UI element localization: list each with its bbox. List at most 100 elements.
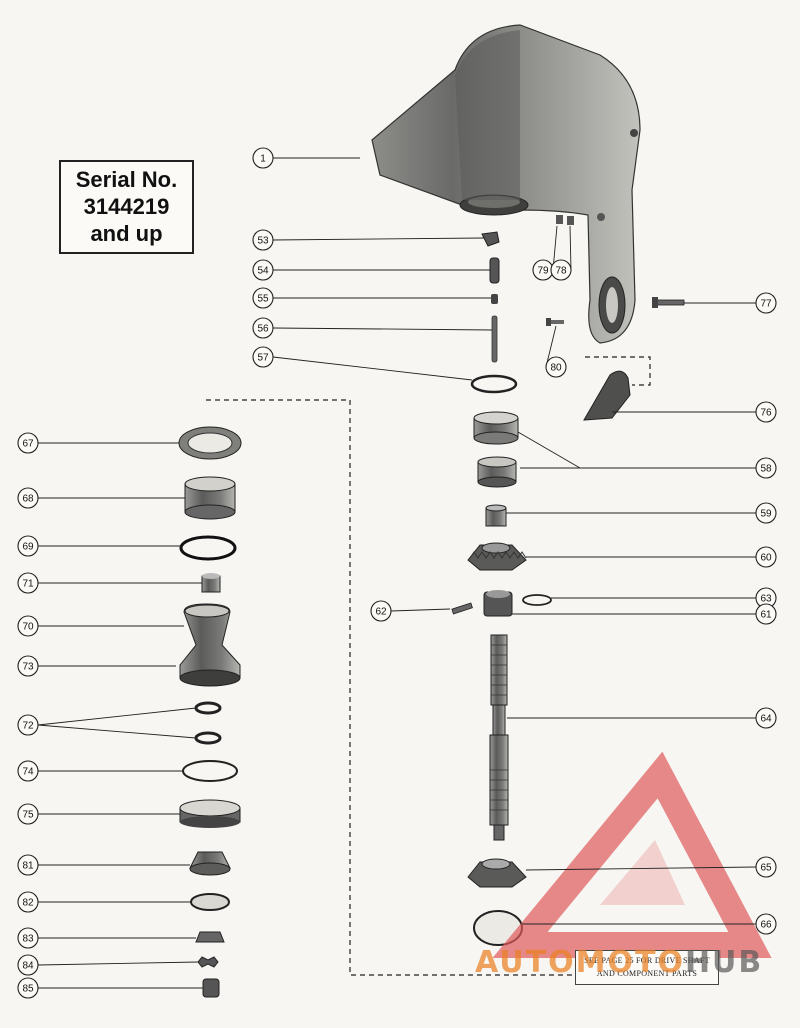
callout-label-68: 68 <box>22 494 34 505</box>
serial-note-line1: Serial No. <box>75 167 178 192</box>
part-60-pinion-gear <box>467 542 527 571</box>
reference-note-line1: SEE PAGE 25 FOR DRIVE SHAFT <box>584 956 710 965</box>
callout-leader-62 <box>390 608 451 612</box>
callout-circle-83 <box>17 927 39 949</box>
part-56-pin <box>491 315 498 363</box>
callout-circle-73 <box>17 655 39 677</box>
part-72-washers <box>194 701 222 745</box>
callout-circle-68 <box>17 487 39 509</box>
part-76-bracket <box>583 370 631 421</box>
callout-circle-84 <box>17 954 39 976</box>
part-78-nut <box>567 216 574 225</box>
part-71-bushing <box>201 573 221 593</box>
callout-label-79: 79 <box>537 266 549 277</box>
callout-leader-65 <box>525 866 757 871</box>
callout-circle-70 <box>17 615 39 637</box>
part-58-bearing <box>473 411 519 488</box>
part-62-key <box>451 602 473 615</box>
callout-circle-81 <box>17 854 39 876</box>
part-80-screw <box>546 318 564 326</box>
callout-circle-82 <box>17 891 39 913</box>
part-64-drive-shaft <box>489 634 509 841</box>
callout-label-54: 54 <box>257 266 269 277</box>
callout-circle-69 <box>17 535 39 557</box>
callout-label-74: 74 <box>22 767 34 778</box>
serial-note-line2: 3144219 <box>83 194 170 219</box>
callout-circle-71 <box>17 572 39 594</box>
callout-label-56: 56 <box>257 324 269 335</box>
callout-circle-64 <box>755 707 777 729</box>
callout-circle-60 <box>755 546 777 568</box>
callout-label-67: 67 <box>22 439 34 450</box>
callout-label-59: 59 <box>760 509 772 520</box>
callout-label-81: 81 <box>22 861 34 872</box>
part-65-gear <box>467 858 527 888</box>
callout-label-66: 66 <box>760 920 772 931</box>
callout-circle-75 <box>17 803 39 825</box>
callout-circle-53 <box>252 229 274 251</box>
callout-leader-72 <box>37 707 197 726</box>
part-54-stud <box>489 257 500 284</box>
callout-leader-53 <box>272 237 485 241</box>
part-81-gear-hub <box>189 851 231 876</box>
callout-label-63: 63 <box>760 594 772 605</box>
part-77-screw <box>652 297 685 308</box>
watermark-logo <box>492 751 772 958</box>
callout-circle-76 <box>755 401 777 423</box>
callout-leader-84 <box>37 961 199 966</box>
callout-leader-72-b <box>37 724 197 739</box>
watermark-text: AUTOMOTOHUB <box>475 945 795 985</box>
callout-leader-57 <box>272 356 473 381</box>
callout-label-64: 64 <box>760 714 772 725</box>
callout-circle-78 <box>550 259 572 281</box>
part-79-nut <box>556 215 563 224</box>
callout-label-76: 76 <box>760 408 772 419</box>
callout-label-55: 55 <box>257 294 269 305</box>
callout-circle-80 <box>545 356 567 378</box>
callout-label-83: 83 <box>22 934 34 945</box>
callout-circle-67 <box>17 432 39 454</box>
gear-housing <box>371 24 641 344</box>
callout-label-73: 73 <box>22 662 34 673</box>
callout-circle-1 <box>252 147 274 169</box>
callout-leader-78 <box>569 225 572 271</box>
reference-note: SEE PAGE 25 FOR DRIVE SHAFT AND COMPONEN… <box>575 950 719 985</box>
part-69-o-ring <box>179 535 237 561</box>
callout-label-69: 69 <box>22 542 34 553</box>
callout-label-53: 53 <box>257 236 269 247</box>
callout-label-77: 77 <box>760 299 772 310</box>
callout-circle-58 <box>755 457 777 479</box>
callout-label-84: 84 <box>22 961 34 972</box>
part-57-o-ring <box>470 374 518 394</box>
callout-circle-56 <box>252 317 274 339</box>
part-74-ring <box>182 760 238 782</box>
part-63-retaining-ring <box>522 594 552 606</box>
callout-circle-59 <box>755 502 777 524</box>
callout-label-62: 62 <box>375 607 387 618</box>
callout-circle-77 <box>755 292 777 314</box>
callout-circle-72 <box>17 714 39 736</box>
part-68-bearing <box>184 476 236 520</box>
callout-leader-80 <box>545 325 557 368</box>
callout-label-57: 57 <box>257 353 269 364</box>
callout-label-58: 58 <box>760 464 772 475</box>
serial-number-note: Serial No. 3144219 and up <box>59 160 194 254</box>
callout-label-72: 72 <box>22 721 34 732</box>
callout-leader-56 <box>272 327 493 331</box>
serial-note-line3: and up <box>90 221 163 246</box>
callout-label-60: 60 <box>760 553 772 564</box>
callout-label-70: 70 <box>22 622 34 633</box>
callout-circle-61 <box>755 603 777 625</box>
bracket-76-group-line <box>585 356 651 386</box>
part-55-nut <box>491 294 498 304</box>
callout-label-75: 75 <box>22 810 34 821</box>
part-85-nut <box>202 978 220 998</box>
callout-label-78: 78 <box>555 266 567 277</box>
callout-leader-58-b <box>517 431 581 469</box>
part-83-cone <box>195 931 225 943</box>
callout-circle-57 <box>252 346 274 368</box>
callout-label-85: 85 <box>22 984 34 995</box>
callout-circle-74 <box>17 760 39 782</box>
